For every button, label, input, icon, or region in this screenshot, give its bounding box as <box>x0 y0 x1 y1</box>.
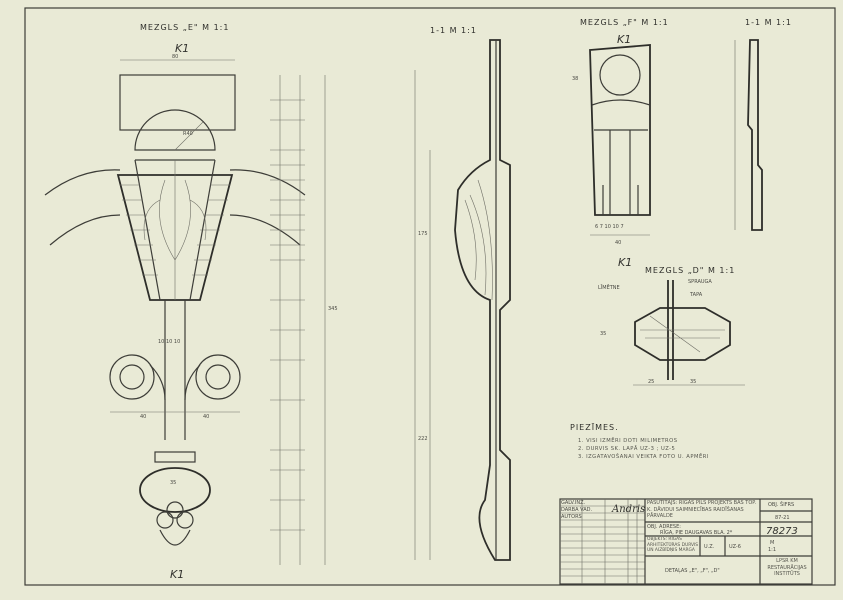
detail-f: MEZGLS „F" M 1:1 K1 40 6 7 10 10 7 38 K1 <box>572 18 669 269</box>
institute: LPSR KM RESTAURĀCIJAS INSTITŪTS <box>767 558 807 577</box>
drawing-border <box>24 7 836 586</box>
note-2: 2. DURVIS SK. LAPĀ UZ-3 ; UZ-5 <box>578 445 675 452</box>
dim-section-long2: 222 <box>418 436 428 442</box>
dim-e-stem: 10 10 10 <box>158 339 180 345</box>
dim-d-left: 25 <box>648 379 654 385</box>
dim-e-width: 80 <box>172 54 178 60</box>
role-author: AUTORS <box>561 514 582 520</box>
dim-f-height: 38 <box>572 76 578 82</box>
title-block: GALV.INŽ. DARBA VAD. AUTORS Andris PASŪT… <box>559 498 813 585</box>
cut-marker-f-bottom: K1 <box>618 256 632 269</box>
sheet-title: DETAĻAS „E", „F", „D" <box>665 568 720 574</box>
role-chief: GALV.INŽ. <box>561 498 586 506</box>
dim-d-right: 35 <box>690 379 696 385</box>
cut-marker-top: K1 <box>175 42 189 55</box>
project-client: PASŪTĪTĀJS: RĪGAS PILS PROJEKTS BAS TOP.… <box>647 500 757 519</box>
address-label: OBJ. ADRESE: <box>647 524 681 530</box>
section-1-1-large: 1-1 M 1:1 175 222 <box>414 26 511 561</box>
sheet-number: UZ-6 <box>729 544 741 550</box>
address-value: RĪGA, PIE DAUGAVAS BLA. 2* <box>660 529 733 536</box>
detail-d-title: MEZGLS „D" M 1:1 <box>645 266 735 275</box>
dim-e-scroll-left: 40 <box>140 414 146 420</box>
section-1-1-small: 1-1 M 1:1 <box>734 18 792 231</box>
section-title-large: 1-1 M 1:1 <box>430 26 477 35</box>
detail-e-title: MEZGLS „E" M 1:1 <box>140 23 229 32</box>
archive-label: OBJ. ŠIFRS <box>768 501 794 508</box>
label-limetne: LĪMĒTNE <box>598 284 620 291</box>
label-tapa: TAPA <box>689 292 703 298</box>
label-sprauga: SPRAUGA <box>688 279 712 285</box>
dim-e-bulb: 35 <box>170 480 176 486</box>
archive-code: 87-21 <box>775 515 790 521</box>
dim-d-height: 35 <box>600 331 606 337</box>
detail-e: MEZGLS „E" M 1:1 K1 80 R40 10 10 10 40 4… <box>44 23 338 581</box>
signature: Andris <box>611 504 645 515</box>
drawing-number: 78273 <box>766 526 798 537</box>
stage: U.Z. <box>704 544 715 550</box>
notes-title: PIEZĪMES. <box>570 422 619 432</box>
note-1: 1. VISI IZMĒRI DOTI MILIMETROS <box>578 437 678 444</box>
dim-section-long: 175 <box>418 231 428 237</box>
dim-e-total: 345 <box>328 306 338 312</box>
detail-d: MEZGLS „D" M 1:1 LĪMĒTNE SPRAUGA TAPA 25… <box>598 266 745 386</box>
cut-marker-bottom: K1 <box>170 568 184 581</box>
notes: PIEZĪMES. 1. VISI IZMĒRI DOTI MILIMETROS… <box>570 422 709 460</box>
scale-label: M <box>770 540 774 546</box>
object-description: OBJEKTS: RĪGAS ARHITEKTŪRAS DURVIS UN AI… <box>647 537 699 553</box>
detail-f-title: MEZGLS „F" M 1:1 <box>580 18 669 27</box>
section-title-small: 1-1 M 1:1 <box>745 18 792 27</box>
role-manager: DARBA VAD. <box>561 507 592 513</box>
note-3: 3. IZGATAVOŠANAI VEIKTA FOTO U. APMĒRI <box>578 453 709 460</box>
dim-e-radius: R40 <box>183 131 193 137</box>
cut-marker-f: K1 <box>617 33 631 46</box>
dim-e-scroll-right: 40 <box>203 414 209 420</box>
dim-f-width: 40 <box>615 240 621 246</box>
dim-f-bottom: 6 7 10 10 7 <box>595 224 624 230</box>
scale-value: 1:1 <box>768 547 776 553</box>
